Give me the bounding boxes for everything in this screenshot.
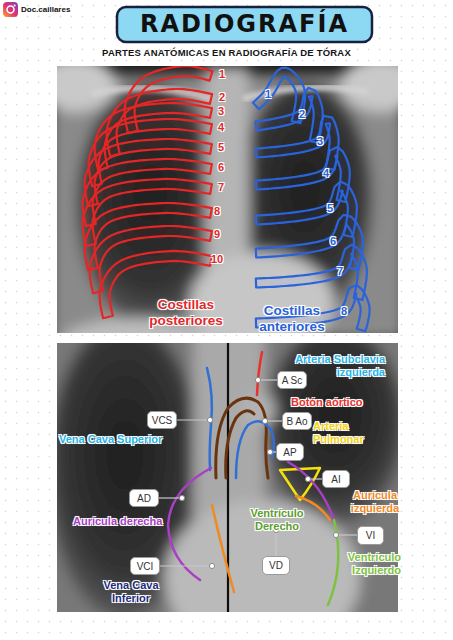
- leader-dot: [333, 532, 338, 537]
- leader-dot: [267, 449, 272, 454]
- rib-number: 4: [218, 121, 224, 134]
- leader-dot: [255, 377, 260, 382]
- structure-name: Ventrículo Izquierdo: [329, 551, 401, 577]
- vena-cava-outline: [212, 505, 234, 592]
- abbreviation-text: AD: [130, 490, 158, 506]
- leader-dot: [179, 495, 184, 500]
- leader-line: [275, 530, 276, 556]
- rib-number: 3: [218, 105, 224, 118]
- title-frame: [117, 7, 372, 42]
- lung: [265, 343, 398, 525]
- atrium-outline: [168, 468, 211, 580]
- rib-group-label: Costillas posteriores: [140, 297, 232, 328]
- leader-line: [160, 565, 212, 566]
- rib-number: 6: [330, 235, 336, 248]
- rib-number: 5: [327, 202, 333, 215]
- structure-name: Arteria Pulmonar: [313, 420, 385, 446]
- rib-number: 7: [337, 265, 343, 278]
- rib-number: 7: [218, 181, 224, 194]
- rib-number: 3: [317, 135, 323, 148]
- abbreviation-box: B AoBotón aórtico: [282, 412, 312, 430]
- structure-name: Vena Cava Superior: [59, 433, 199, 446]
- rib-number: 8: [341, 305, 347, 318]
- xray-soft-tissue: [57, 66, 398, 333]
- icon-dot: [14, 4, 16, 6]
- subtitle: PARTES ANATÓMICAS EN RADIOGRAFÍA DE TÓRA…: [0, 48, 453, 59]
- abbreviation-box: A ScArteria Subclavia izquierda: [277, 371, 307, 389]
- rib-outlines: [83, 66, 370, 331]
- abbreviation-text: A Sc: [278, 372, 306, 388]
- rib-number: 6: [218, 161, 224, 174]
- structure-name: Botón aórtico: [291, 396, 391, 409]
- rib-number: 5: [218, 141, 224, 154]
- abbreviation-box: VCSVena Cava Superior: [147, 411, 177, 429]
- abbreviation-box: VDVentrículo Derecho: [262, 556, 290, 575]
- abbreviation-box: AIAurícula izquierda: [322, 470, 350, 488]
- rib-number: 10: [211, 253, 223, 266]
- rib-number: 2: [219, 91, 225, 104]
- lung: [237, 82, 373, 318]
- structure-name: Aurícula izquierda: [344, 489, 406, 515]
- leader-dot: [209, 563, 214, 568]
- structure-outlines: [168, 352, 338, 605]
- subclavian-outline: [257, 352, 262, 395]
- abbreviation-box: VCIVena Cava Inferior: [130, 557, 160, 575]
- instagram-icon: [3, 2, 18, 17]
- heart-shadow: [164, 500, 360, 612]
- abbreviation-text: VCS: [148, 412, 176, 428]
- xray-soft-tissue: [57, 343, 398, 612]
- abbreviation-text: VCI: [131, 558, 159, 574]
- leader-line: [177, 419, 210, 420]
- rib-number: 4: [323, 167, 329, 180]
- ventricle-outline: [328, 520, 338, 605]
- abbreviation-box: APArteria Pulmonar: [276, 443, 304, 461]
- leader-dot: [262, 418, 267, 423]
- vena-cava-outline: [207, 368, 212, 470]
- abbreviation-box: VIVentrículo Izquierdo: [357, 526, 384, 545]
- abbreviation-text: VD: [263, 557, 289, 574]
- abbreviation-text: AP: [277, 444, 303, 460]
- leader-dot: [207, 417, 212, 422]
- rib-number: 1: [219, 68, 225, 81]
- rib-number: 1: [265, 88, 271, 101]
- rib-group-label: Costillas anteriores: [246, 303, 338, 334]
- structure-name: Vena Cava Inferior: [91, 579, 171, 605]
- structure-name: Arteria Subclavia izquierda: [277, 353, 385, 379]
- brand-handle: Doc.caillares: [21, 5, 70, 14]
- abbreviation-text: VI: [358, 527, 383, 544]
- icon-frame: [3, 2, 18, 17]
- abbreviation-box: ADAurícula derecha: [129, 489, 159, 507]
- structure-name: Ventrículo Derecho: [241, 507, 313, 533]
- abbreviation-text: B Ao: [283, 413, 311, 429]
- leader-dot: [305, 476, 310, 481]
- leader-line: [336, 534, 357, 535]
- abbreviation-text: AI: [323, 471, 349, 487]
- rib-number: 8: [214, 205, 220, 218]
- structure-name: Aurícula derecha: [73, 515, 193, 528]
- icon-lens: [7, 6, 14, 13]
- rib-number: 2: [299, 108, 305, 121]
- leader-line: [159, 497, 182, 498]
- chest-xray-bottom: [57, 343, 398, 612]
- title-text: RADIOGRAFÍA: [117, 7, 372, 42]
- anterior-rib-outline: [255, 88, 322, 143]
- rib-number: 9: [214, 228, 220, 241]
- pulmonary-outline: [236, 421, 274, 478]
- chest-xray-top: [57, 66, 398, 333]
